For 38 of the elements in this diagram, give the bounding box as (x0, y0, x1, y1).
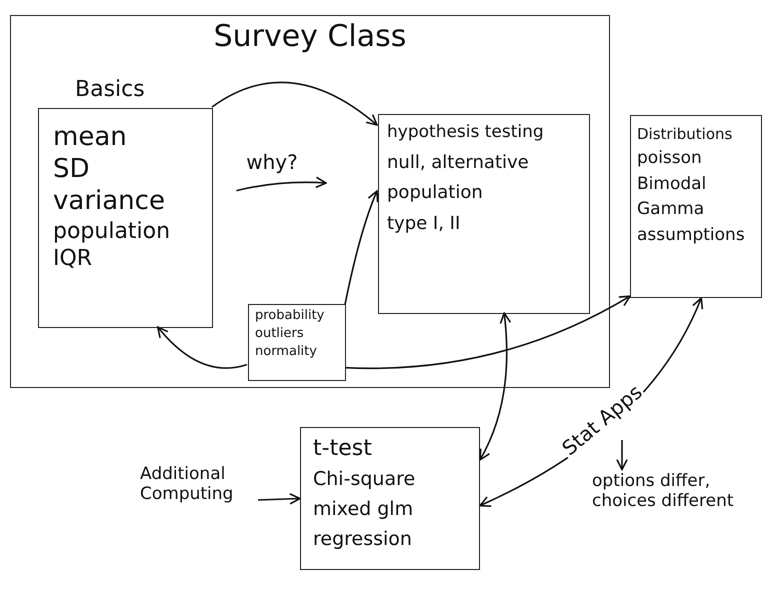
note-text: Additional Computing (140, 465, 258, 535)
list-item: mean (53, 123, 127, 153)
list-item: IQR (53, 246, 92, 272)
note-text: options differ, choices different (592, 472, 742, 592)
box-heading: Basics (75, 77, 145, 102)
list-item: variance (53, 186, 165, 217)
topic-box (630, 115, 762, 298)
arrow (344, 190, 379, 305)
list-item: Chi-square (313, 469, 416, 492)
arrow (616, 440, 628, 470)
list-item: Bimodal (637, 174, 706, 194)
arrow (479, 312, 511, 461)
box-heading: probability (255, 309, 324, 324)
list-item: Gamma (637, 200, 704, 220)
arrow (236, 176, 327, 192)
arrow (212, 82, 378, 126)
box-heading: hypothesis testing (387, 123, 544, 143)
group-frame (10, 15, 610, 388)
list-item: regression (313, 528, 412, 551)
list-item: normality (255, 344, 317, 360)
arrow (258, 493, 301, 505)
list-item: outliers (255, 326, 304, 342)
topic-box (378, 114, 590, 314)
list-item: population (53, 218, 170, 244)
list-item: population (387, 183, 483, 204)
arrow (344, 295, 631, 370)
list-item: null, alternative (387, 152, 529, 174)
list-item: type I, II (387, 214, 460, 235)
list-item: poisson (637, 149, 702, 169)
topic-box (300, 427, 480, 570)
frame-title: Survey Class (214, 20, 406, 54)
list-item: mixed glm (313, 499, 414, 521)
topic-box (248, 304, 346, 381)
list-item: assumptions (637, 226, 745, 246)
box-heading: Distributions (637, 126, 732, 144)
list-item: SD (53, 154, 90, 185)
arrow (156, 326, 248, 369)
box-heading: t-test (313, 436, 372, 462)
